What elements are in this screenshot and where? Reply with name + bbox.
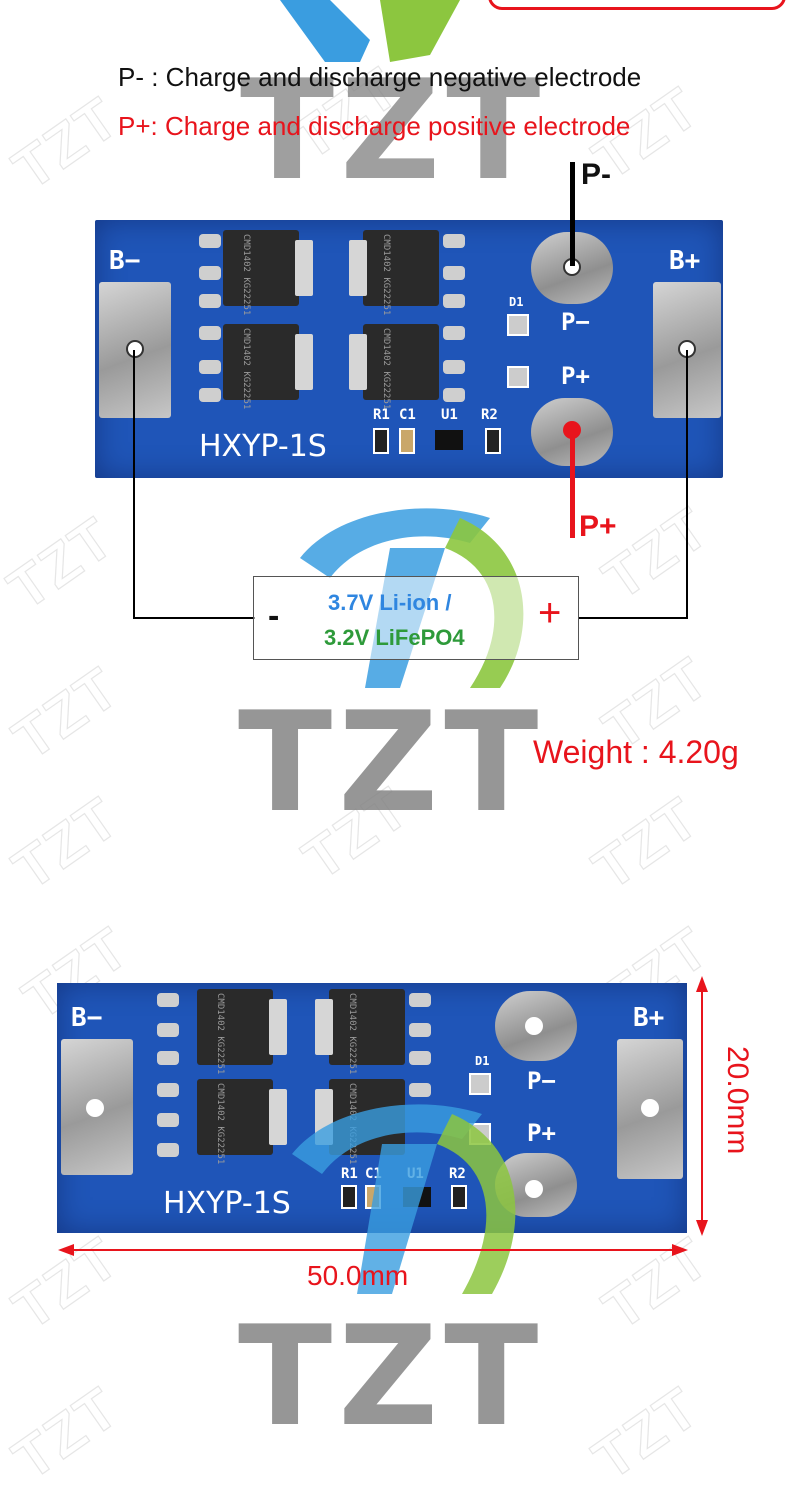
watermark-tile: TZT xyxy=(581,784,711,903)
p-minus-wire xyxy=(570,162,575,266)
silk-model: HXYP-1S xyxy=(163,1186,291,1221)
silk-p-plus: P+ xyxy=(561,362,590,390)
wire-label-p-minus: P- xyxy=(581,158,611,191)
d1-component xyxy=(507,366,529,388)
r1-component xyxy=(341,1185,357,1209)
pcb-board-top: CMD1402 KG22251 CMD1402 KG22251 CMD1402 … xyxy=(95,220,723,478)
b-minus-wire xyxy=(133,350,135,619)
logo-fragment-top xyxy=(280,0,460,62)
dimension-height: 20.0mm xyxy=(714,1046,754,1176)
b-minus-hole xyxy=(126,340,144,358)
silk-r1: R1 xyxy=(373,407,390,423)
pcb-board-bottom: CMD1402 KG22251 CMD1402 KG22251 CMD1402 … xyxy=(57,983,687,1233)
weight-label: Weight : 4.20g xyxy=(533,734,739,770)
watermark-logo-middle: TZT xyxy=(238,682,545,843)
dimension-arrows xyxy=(58,976,708,1256)
battery-box: - 3.7V Li-ion / 3.2V LiFePO4 + xyxy=(253,576,579,660)
watermark-logo-top: TZT xyxy=(240,50,547,211)
red-rounded-box-fragment xyxy=(488,0,786,10)
mosfet-chip: CMD1402 KG22251 xyxy=(349,230,439,315)
p-plus-wire xyxy=(570,430,575,538)
silk-u1: U1 xyxy=(441,407,458,423)
mosfet-chip: CMD1402 KG22251 xyxy=(197,989,287,1074)
r2-component xyxy=(451,1185,467,1209)
c1-component xyxy=(399,428,415,454)
battery-line1: 3.7V Li-ion / xyxy=(328,590,452,615)
mosfet-chip: CMD1402 KG22251 xyxy=(223,324,313,409)
dimension-width-label: 50.0mm xyxy=(307,1260,409,1291)
silk-b-plus: B+ xyxy=(633,1003,665,1033)
battery-line2: 3.2V LiFePO4 xyxy=(324,625,465,650)
silk-p-plus: P+ xyxy=(527,1119,556,1147)
r2-component xyxy=(485,428,501,454)
d1-component xyxy=(469,1073,491,1095)
watermark-logo-bottom: TZT xyxy=(238,1296,545,1457)
watermark-tile: TZT xyxy=(0,504,126,623)
b-minus-wire xyxy=(133,617,255,619)
mosfet-chip: CMD1402 KG22251 xyxy=(223,230,313,315)
silk-d1: D1 xyxy=(475,1054,490,1068)
mosfet-chip: CMD1402 KG22251 xyxy=(315,989,405,1074)
b-plus-wire xyxy=(578,617,688,619)
d1-component xyxy=(507,314,529,336)
wire-label-p-plus: P+ xyxy=(579,510,617,543)
battery-plus-sign: + xyxy=(538,591,562,635)
watermark-tile: TZT xyxy=(1,784,131,903)
silk-r2: R2 xyxy=(449,1166,466,1182)
r1-component xyxy=(373,428,389,454)
watermark-tile: TZT xyxy=(1,654,131,773)
b-plus-wire xyxy=(686,350,688,619)
watermark-tile: TZT xyxy=(1,84,131,203)
watermark-tile: TZT xyxy=(581,1374,711,1493)
silk-r2: R2 xyxy=(481,407,498,423)
silk-b-minus: B− xyxy=(109,246,141,276)
silk-b-minus: B− xyxy=(71,1003,103,1033)
silk-r1: R1 xyxy=(341,1166,358,1182)
p-minus-hole xyxy=(525,1017,543,1035)
b-plus-hole xyxy=(641,1099,659,1117)
dimension-height-label: 20.0mm xyxy=(721,1046,754,1155)
legend-p-plus: P+: Charge and discharge positive electr… xyxy=(118,111,631,141)
silk-p-minus: P− xyxy=(527,1067,556,1095)
silk-model: HXYP-1S xyxy=(199,429,327,464)
watermark-tile: TZT xyxy=(1,1374,131,1493)
mosfet-chip: CMD1402 KG22251 xyxy=(197,1079,287,1164)
u1-chip xyxy=(435,430,463,450)
p-plus-hole xyxy=(525,1180,543,1198)
mosfet-chip: CMD1402 KG22251 xyxy=(349,324,439,409)
b-minus-hole xyxy=(86,1099,104,1117)
silk-c1: C1 xyxy=(399,407,416,423)
battery-minus-sign: - xyxy=(268,597,280,635)
silk-p-minus: P− xyxy=(561,308,590,336)
legend-p-minus: P- : Charge and discharge negative elect… xyxy=(118,62,642,92)
silk-d1: D1 xyxy=(509,295,524,309)
silk-b-plus: B+ xyxy=(669,246,701,276)
